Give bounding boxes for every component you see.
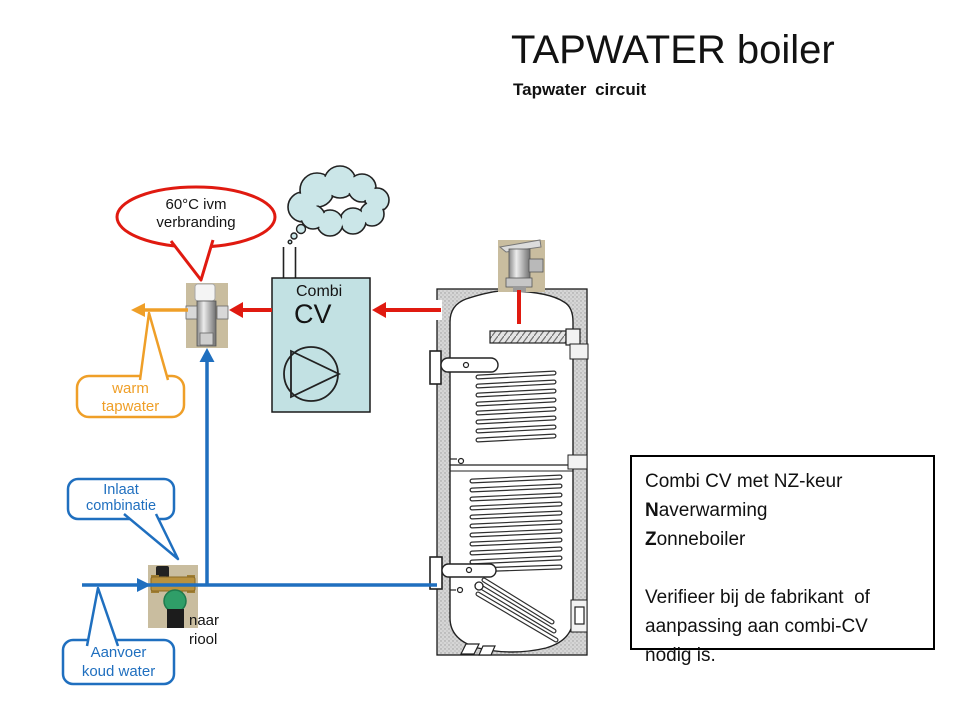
note-line-3-lead: Z	[645, 529, 657, 550]
note-line-1: Combi CV met NZ-keur	[645, 471, 843, 492]
note-line-2-lead: N	[645, 500, 659, 521]
temperature-callout-line1: 60°C ivm	[165, 196, 227, 213]
coil-connection-lower	[429, 556, 497, 590]
note-line-6: nodig is.	[645, 645, 716, 666]
slide-title: TAPWATER boiler	[511, 28, 835, 72]
note-line-3-rest: onneboiler	[656, 529, 746, 550]
note-line-2: Naverwarming	[645, 496, 923, 525]
boiler-top-valve-photo	[498, 239, 545, 292]
naar-riool-label-line2: riool	[189, 631, 218, 648]
coil-connection-upper	[429, 350, 499, 385]
slide-subtitle: Tapwater circuit	[513, 80, 647, 99]
hot-flow-arrows	[229, 302, 441, 318]
inlaat-combinatie-label-line2: combinatie	[85, 498, 157, 514]
warm-tapwater-arrow	[131, 303, 188, 317]
temperature-callout-bubble	[115, 185, 277, 282]
inlaat-combinatie-label-line1: Inlaat	[103, 482, 139, 498]
note-line-spacer	[645, 554, 923, 583]
combi-cv-label-line1: Combi	[296, 283, 343, 300]
tank-foot-left	[460, 643, 480, 655]
aanvoer-koud-water-label-line2: koud water	[81, 663, 156, 680]
cold-water-lines	[82, 348, 437, 592]
aanvoer-koud-water-callout	[61, 586, 176, 686]
inlaat-combinatie-callout	[66, 477, 180, 561]
right-stub-upper	[569, 343, 589, 360]
steam-cloud-icon	[287, 165, 390, 245]
warm-tapwater-callout	[75, 311, 186, 419]
warm-tapwater-label-line1: warm	[112, 380, 149, 397]
warm-tapwater-label-line2: tapwater	[101, 398, 160, 415]
anode-mount	[565, 328, 581, 346]
boiler-cutaway	[429, 284, 589, 656]
heater-element	[474, 577, 559, 643]
note-line-5: aanpassing aan combi-CV	[645, 616, 868, 637]
right-stub-cap	[574, 606, 585, 625]
temperature-callout-line2: verbranding	[156, 214, 236, 231]
note-line-2-rest: averwarming	[658, 500, 768, 521]
tank-foot-right	[478, 645, 496, 656]
note-line-4: Verifieer bij de fabrikant of	[645, 587, 870, 608]
seam-notch-right	[567, 454, 588, 470]
aanvoer-koud-water-label-line1: Aanvoer	[90, 644, 147, 661]
naar-riool-label-line1: naar	[189, 612, 220, 629]
note-line-3: Zonneboiler	[645, 525, 923, 554]
note-box: Combi CV met NZ-keur Naverwarming Zonneb…	[630, 455, 935, 666]
mixing-valve-photo	[185, 283, 229, 348]
combi-cv-label-line2: CV	[294, 299, 332, 329]
heat-coil-upper	[475, 370, 557, 443]
anode-rod	[489, 330, 567, 344]
pump-icon	[283, 346, 342, 402]
small-fittings	[450, 457, 465, 594]
